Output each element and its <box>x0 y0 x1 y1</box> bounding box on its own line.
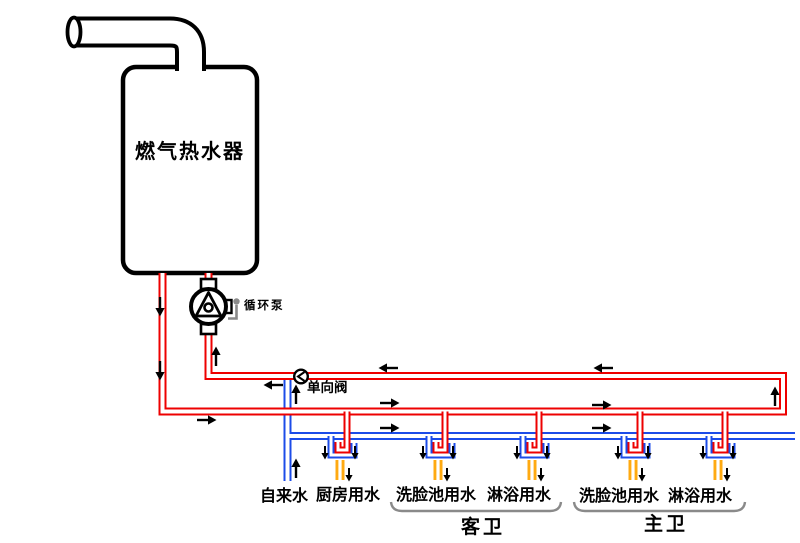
guest-bath-label: 客卫 <box>461 517 506 538</box>
pump-power-cable <box>228 305 238 320</box>
pump-label: 循环泵 <box>244 300 285 312</box>
fixture-branch-guest-basin <box>418 411 458 483</box>
tap-water-label: 自来水 <box>260 488 309 505</box>
fixture-branch-kitchen <box>320 411 360 483</box>
master-basin-water-label: 洗脸池用水 <box>579 488 660 505</box>
fixture-branch-master-shower <box>698 411 738 483</box>
flow-arrow-down <box>344 467 354 483</box>
fixture-branch-guest-shower <box>512 411 552 483</box>
flow-arrow-down <box>637 467 647 483</box>
master-bath-bracket <box>572 501 747 513</box>
check-valve-label: 单向阀 <box>307 380 348 395</box>
guest-shower-water-label: 淋浴用水 <box>487 487 552 504</box>
master-shower-water-label: 淋浴用水 <box>668 488 733 505</box>
flow-arrow-down <box>722 467 732 483</box>
water-heater-label: 燃气热水器 <box>135 141 245 163</box>
guest-bath-bracket <box>389 501 563 513</box>
kitchen-water-label: 厨房用水 <box>316 487 381 504</box>
flue-pipe <box>65 15 206 71</box>
flow-arrows <box>154 295 781 480</box>
flow-arrow-down <box>442 467 452 483</box>
hot-water-loop-pipe <box>158 273 787 416</box>
flue-end-cap <box>65 15 83 49</box>
flow-arrow-down <box>536 467 546 483</box>
circulation-pump-icon <box>189 277 240 336</box>
water-heater-body <box>120 64 260 276</box>
master-bath-label: 主卫 <box>644 514 689 535</box>
guest-basin-water-label: 洗脸池用水 <box>396 487 477 504</box>
check-valve-icon <box>293 368 310 385</box>
fixture-branch-master-basin <box>613 411 653 483</box>
pump-cable-knob <box>233 298 240 305</box>
